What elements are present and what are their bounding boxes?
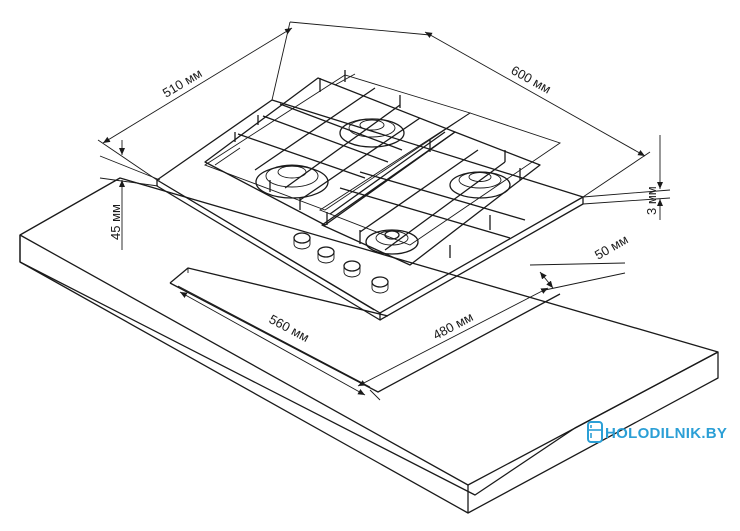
- dimension-lines: [97, 21, 671, 401]
- knob-2: [317, 246, 335, 264]
- watermark: HOLODILNIK.BY: [587, 421, 727, 443]
- knob-1: [293, 232, 311, 250]
- hob-panel: [156, 99, 584, 321]
- burner-front-right-small: [365, 229, 419, 255]
- countertop: [19, 177, 719, 514]
- burner-rear-right: [449, 171, 511, 199]
- knob-3: [343, 260, 361, 278]
- label-height-45: 45 мм: [108, 204, 123, 240]
- knob-4: [371, 276, 389, 294]
- cutout-opening: [169, 267, 561, 393]
- label-thickness-3: 3 мм: [644, 186, 659, 215]
- label-cutout-560: 560 мм: [267, 311, 312, 345]
- watermark-text: HOLODILNIK.BY: [605, 425, 727, 442]
- label-cutout-480: 480 мм: [430, 309, 475, 343]
- fridge-icon: [587, 421, 603, 443]
- label-clearance-50: 50 мм: [592, 232, 631, 263]
- burner-front-left: [255, 164, 329, 199]
- burner-rear-left: [339, 118, 405, 148]
